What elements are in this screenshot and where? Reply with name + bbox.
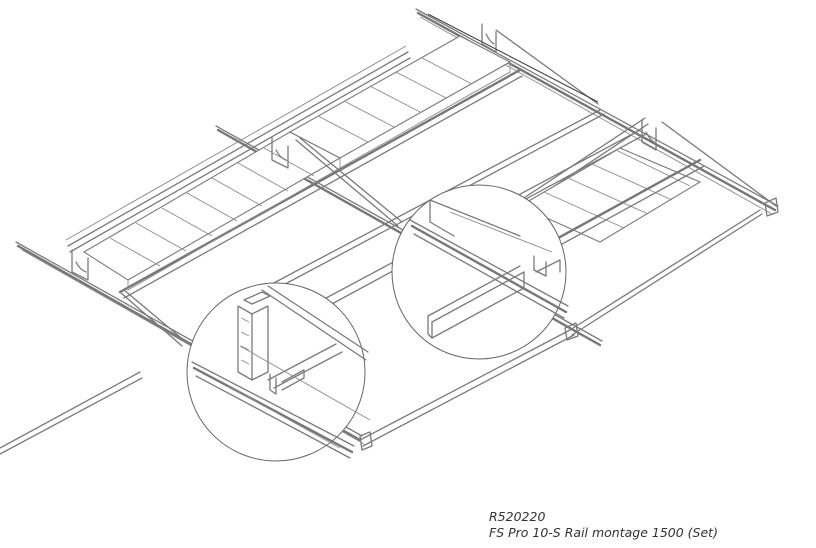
left-panel-row xyxy=(65,23,523,299)
detail-circle-left xyxy=(186,282,371,462)
product-name: FS Pro 10-S Rail montage 1500 (Set) xyxy=(489,525,718,540)
diagonal-braces xyxy=(119,13,777,347)
figure-caption: R520220 FS Pro 10-S Rail montage 1500 (S… xyxy=(489,509,718,541)
detail-circle-right xyxy=(391,184,569,360)
article-number: R520220 xyxy=(489,509,546,524)
